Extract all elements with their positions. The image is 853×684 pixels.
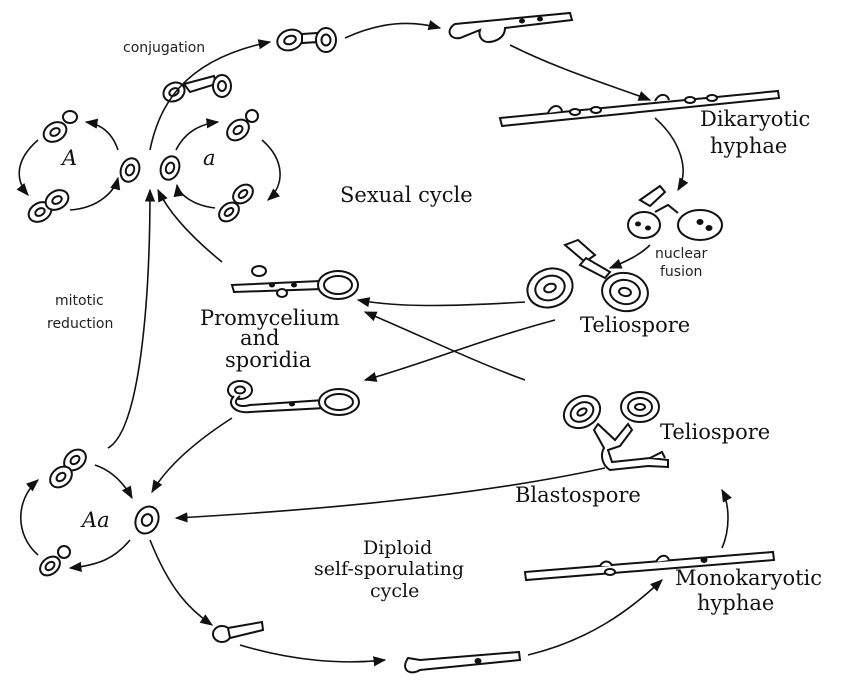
center-haploid-cells <box>117 154 182 185</box>
label-sexual-cycle: Sexual cycle <box>340 183 473 207</box>
diploid-to-germtube-arrow <box>150 540 212 625</box>
to-nuclear-fusion-arrow <box>655 118 683 190</box>
label-nuclear: nuclear <box>655 246 708 262</box>
to-monokaryotic-arrow <box>528 580 662 655</box>
label-cycle: cycle <box>370 580 419 602</box>
label-monokaryotic: Monokaryotic <box>675 566 822 590</box>
promycelium-to-diploid-arrow <box>152 418 232 492</box>
dikaryon-formation <box>450 13 572 42</box>
germ-tube-drawing <box>213 622 263 642</box>
label-mating-type-A: A <box>60 146 77 170</box>
teliospore-to-promycelium-lower-arrow <box>365 320 555 380</box>
haploid-a-cells <box>215 110 258 225</box>
to-teliospore-arrow <box>610 245 650 268</box>
label-fusion: fusion <box>660 264 702 280</box>
label-dikaryotic: Dikaryotic <box>700 107 810 131</box>
label-reduction: reduction <box>47 316 113 332</box>
label-monokaryotic-hyphae: hyphae <box>697 591 774 615</box>
label-self-sporulating: self-sporulating <box>314 558 464 580</box>
teliospore-lower-to-promycelium-top-arrow <box>365 312 525 380</box>
label-diploid-Aa: Aa <box>80 508 110 532</box>
mitotic-reduction-arrow <box>108 190 150 448</box>
diploid-arrows <box>21 465 132 568</box>
label-diploid: Diploid <box>363 537 432 559</box>
teliospore-bottom-drawing <box>558 390 668 470</box>
teliospore-to-promycelium-arrow <box>358 300 525 306</box>
promycelium-top-drawing <box>232 266 358 299</box>
to-dikaryotic-hyphae-arrow <box>510 45 650 100</box>
label-teliospore-top: Teliospore <box>580 313 690 337</box>
label-mating-type-a: a <box>203 146 216 170</box>
conjugation-cells <box>160 26 336 105</box>
young-hypha-drawing <box>405 652 520 672</box>
teliospore-top-drawing <box>522 240 651 315</box>
label-sporidia: sporidia <box>225 348 311 372</box>
label-and: and <box>240 326 280 350</box>
to-dikaryon-arrow <box>345 23 440 38</box>
germtube-to-hypha-arrow <box>240 645 385 662</box>
promycelium-bottom-drawing <box>228 381 359 415</box>
label-conjugation: conjugation <box>123 40 205 56</box>
label-mitotic: mitotic <box>55 293 104 309</box>
label-teliospore-bottom: Teliospore <box>660 420 770 444</box>
monokaryotic-to-teliospore-arrow <box>722 490 728 548</box>
label-blastospore: Blastospore <box>515 483 641 507</box>
nuclear-fusion-cell <box>628 186 722 240</box>
label-dikaryotic-hyphae: hyphae <box>710 134 787 158</box>
